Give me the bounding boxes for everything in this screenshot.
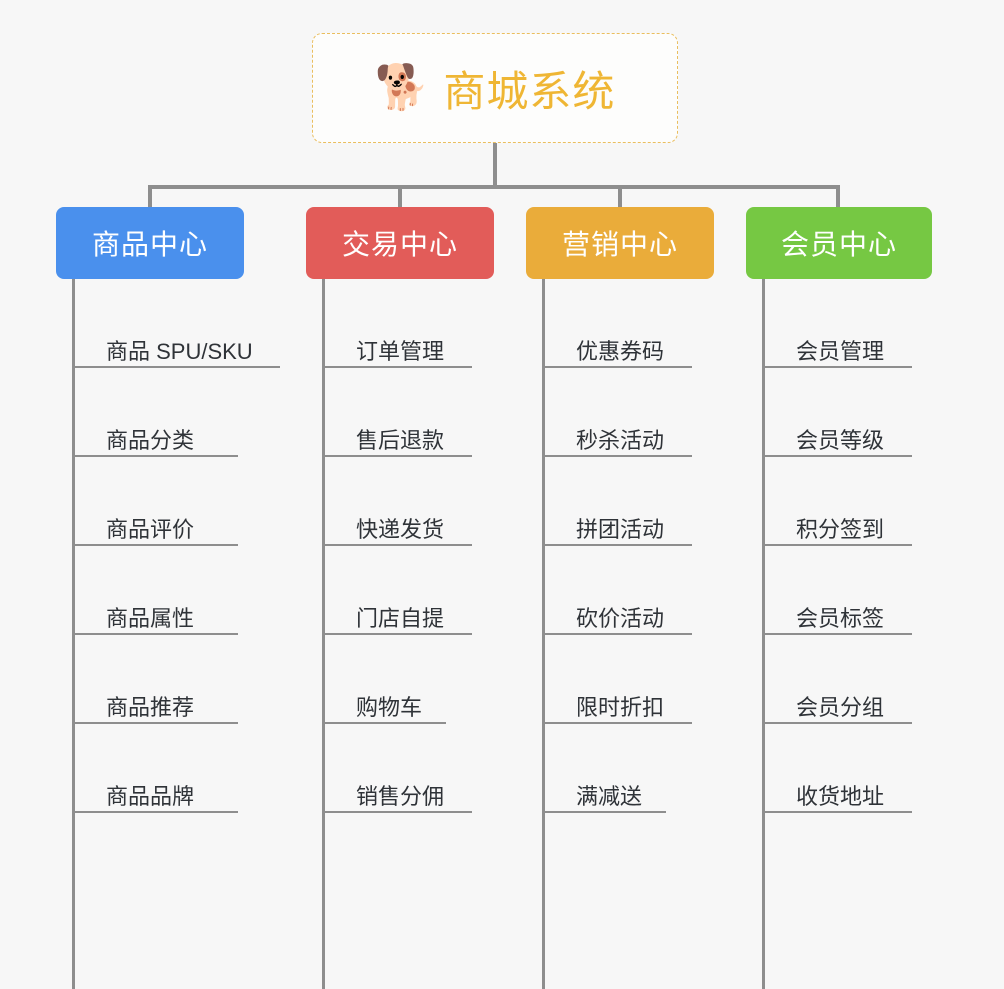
leaf-item[interactable]: 满减送	[542, 724, 756, 813]
leaf-label: 销售分佣	[356, 783, 445, 809]
shiba-dog-emoji-icon: 🐕	[374, 63, 430, 112]
column-drop-connector	[836, 185, 840, 207]
leaf-label: 拼团活动	[576, 516, 665, 542]
leaf-underline	[322, 455, 472, 457]
leaf-label: 满减送	[576, 783, 643, 809]
leaf-label: 商品 SPU/SKU	[106, 338, 253, 364]
leaf-label: 订单管理	[356, 338, 445, 364]
leaf-item[interactable]: 商品推荐	[72, 635, 286, 724]
column-drop-connector	[618, 185, 622, 207]
leaf-underline	[762, 633, 912, 635]
leaf-label: 收货地址	[796, 783, 885, 809]
leaf-label: 砍价活动	[576, 605, 665, 631]
leaf-underline	[762, 455, 912, 457]
category-header-1[interactable]: 交易中心	[306, 207, 494, 279]
leaf-underline	[322, 633, 472, 635]
leaf-label: 商品分类	[106, 427, 195, 453]
leaf-underline	[542, 455, 692, 457]
leaf-underline	[762, 366, 912, 368]
leaf-list-3: 会员管理 会员等级 积分签到 会员标签 会员分组 收货地址	[762, 279, 976, 813]
leaf-underline	[542, 722, 692, 724]
leaf-label: 秒杀活动	[576, 427, 665, 453]
category-header-label: 商品中心	[91, 229, 208, 260]
category-header-label: 交易中心	[341, 229, 458, 260]
leaf-item[interactable]: 会员标签	[762, 546, 976, 635]
leaf-item[interactable]: 砍价活动	[542, 546, 756, 635]
leaf-list-0: 商品 SPU/SKU 商品分类 商品评价 商品属性 商品推荐 商品品牌	[72, 279, 286, 813]
leaf-label: 会员管理	[796, 338, 885, 364]
leaf-underline	[542, 633, 692, 635]
leaf-label: 商品评价	[106, 516, 195, 542]
column-drop-connector	[148, 185, 152, 207]
root-node[interactable]: 🐕 商城系统	[312, 33, 678, 143]
leaf-label: 快递发货	[356, 516, 445, 542]
leaf-label: 会员分组	[796, 694, 885, 720]
leaf-item[interactable]: 商品分类	[72, 368, 286, 457]
leaf-underline	[72, 633, 238, 635]
category-header-2[interactable]: 营销中心	[526, 207, 714, 279]
leaf-item[interactable]: 优惠券码	[542, 279, 756, 368]
leaf-item[interactable]: 收货地址	[762, 724, 976, 813]
leaf-label: 会员等级	[796, 427, 885, 453]
leaf-label: 积分签到	[796, 516, 885, 542]
leaf-label: 会员标签	[796, 605, 885, 631]
leaf-underline	[322, 544, 472, 546]
column-drop-connector	[398, 185, 402, 207]
category-header-label: 营销中心	[561, 229, 678, 260]
leaf-item[interactable]: 门店自提	[322, 546, 536, 635]
leaf-list-2: 优惠券码 秒杀活动 拼团活动 砍价活动 限时折扣 满减送	[542, 279, 756, 813]
leaf-list-1: 订单管理 售后退款 快递发货 门店自提 购物车 销售分佣	[322, 279, 536, 813]
leaf-item[interactable]: 销售分佣	[322, 724, 536, 813]
category-header-label: 会员中心	[780, 229, 897, 260]
leaf-label: 售后退款	[356, 427, 445, 453]
leaf-underline	[72, 722, 238, 724]
leaf-item[interactable]: 商品品牌	[72, 724, 286, 813]
leaf-item[interactable]: 会员分组	[762, 635, 976, 724]
leaf-item[interactable]: 限时折扣	[542, 635, 756, 724]
leaf-item[interactable]: 商品 SPU/SKU	[72, 279, 286, 368]
leaf-item[interactable]: 商品评价	[72, 457, 286, 546]
root-title: 商城系统	[443, 67, 616, 115]
leaf-underline	[542, 544, 692, 546]
leaf-item[interactable]: 售后退款	[322, 368, 536, 457]
leaf-underline	[762, 544, 912, 546]
root-stem-connector	[493, 143, 497, 187]
leaf-item[interactable]: 会员等级	[762, 368, 976, 457]
leaf-item[interactable]: 订单管理	[322, 279, 536, 368]
leaf-item[interactable]: 快递发货	[322, 457, 536, 546]
leaf-label: 门店自提	[356, 605, 445, 631]
leaf-underline	[762, 811, 912, 813]
leaf-item[interactable]: 积分签到	[762, 457, 976, 546]
leaf-underline	[72, 455, 238, 457]
leaf-item[interactable]: 会员管理	[762, 279, 976, 368]
leaf-label: 优惠券码	[576, 338, 665, 364]
leaf-item[interactable]: 秒杀活动	[542, 368, 756, 457]
horizontal-bus-connector	[148, 185, 840, 189]
leaf-underline	[542, 811, 666, 813]
leaf-label: 商品推荐	[106, 694, 195, 720]
leaf-underline	[322, 811, 472, 813]
leaf-item[interactable]: 购物车	[322, 635, 536, 724]
leaf-underline	[322, 366, 472, 368]
leaf-item[interactable]: 拼团活动	[542, 457, 756, 546]
leaf-underline	[322, 722, 446, 724]
leaf-item[interactable]: 商品属性	[72, 546, 286, 635]
leaf-label: 商品属性	[106, 605, 195, 631]
mindmap-canvas: 🐕 商城系统 商品中心 商品 SPU/SKU 商品分类 商品评价 商品属	[56, 33, 976, 989]
leaf-underline	[72, 544, 238, 546]
leaf-underline	[72, 366, 280, 368]
leaf-underline	[762, 722, 912, 724]
leaf-label: 限时折扣	[576, 694, 665, 720]
leaf-label: 商品品牌	[106, 783, 195, 809]
category-header-0[interactable]: 商品中心	[56, 207, 244, 279]
leaf-label: 购物车	[356, 694, 423, 720]
leaf-underline	[72, 811, 238, 813]
category-header-3[interactable]: 会员中心	[746, 207, 932, 279]
leaf-underline	[542, 366, 692, 368]
